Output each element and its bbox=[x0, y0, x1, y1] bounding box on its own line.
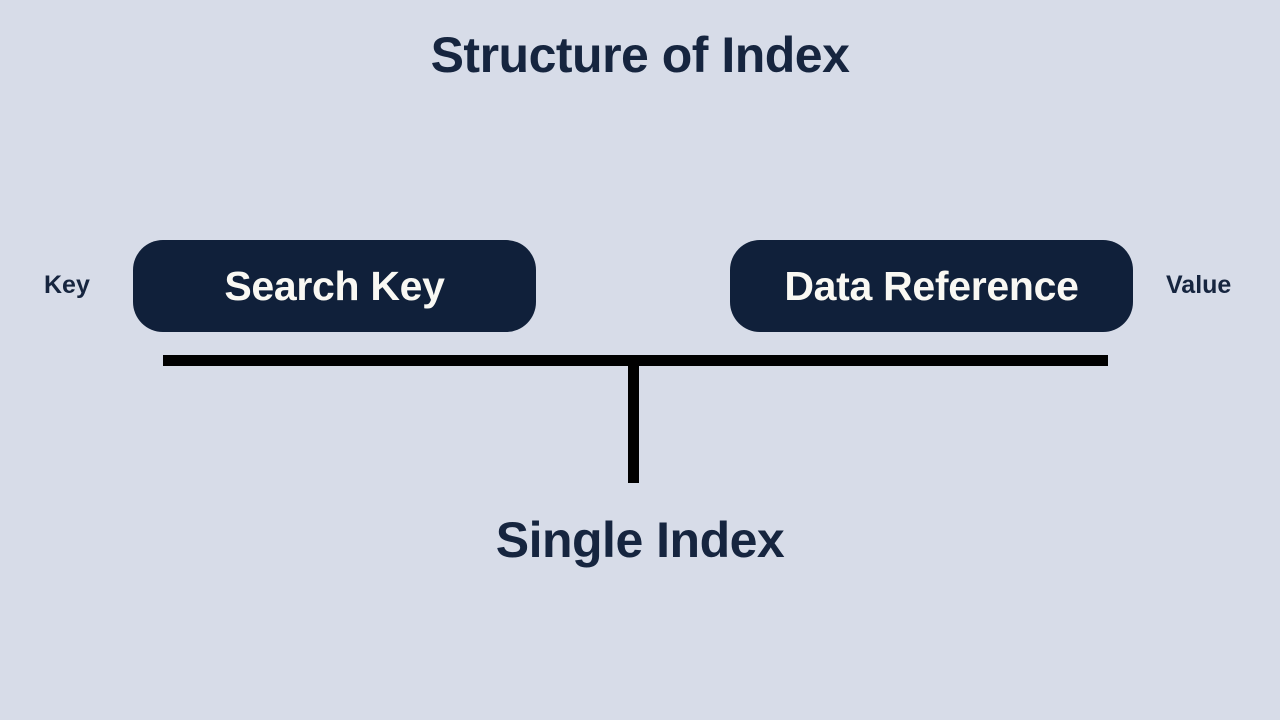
search-key-box: Search Key bbox=[133, 240, 536, 332]
search-key-label: Search Key bbox=[224, 263, 445, 309]
page-title: Structure of Index bbox=[430, 27, 850, 83]
vertical-connector-line bbox=[628, 364, 639, 483]
single-index-caption: Single Index bbox=[495, 512, 785, 568]
horizontal-connector-line bbox=[163, 355, 1108, 366]
value-side-label: Value bbox=[1166, 271, 1232, 299]
key-side-label: Key bbox=[44, 271, 90, 299]
data-reference-box: Data Reference bbox=[730, 240, 1133, 332]
data-reference-label: Data Reference bbox=[784, 263, 1079, 309]
